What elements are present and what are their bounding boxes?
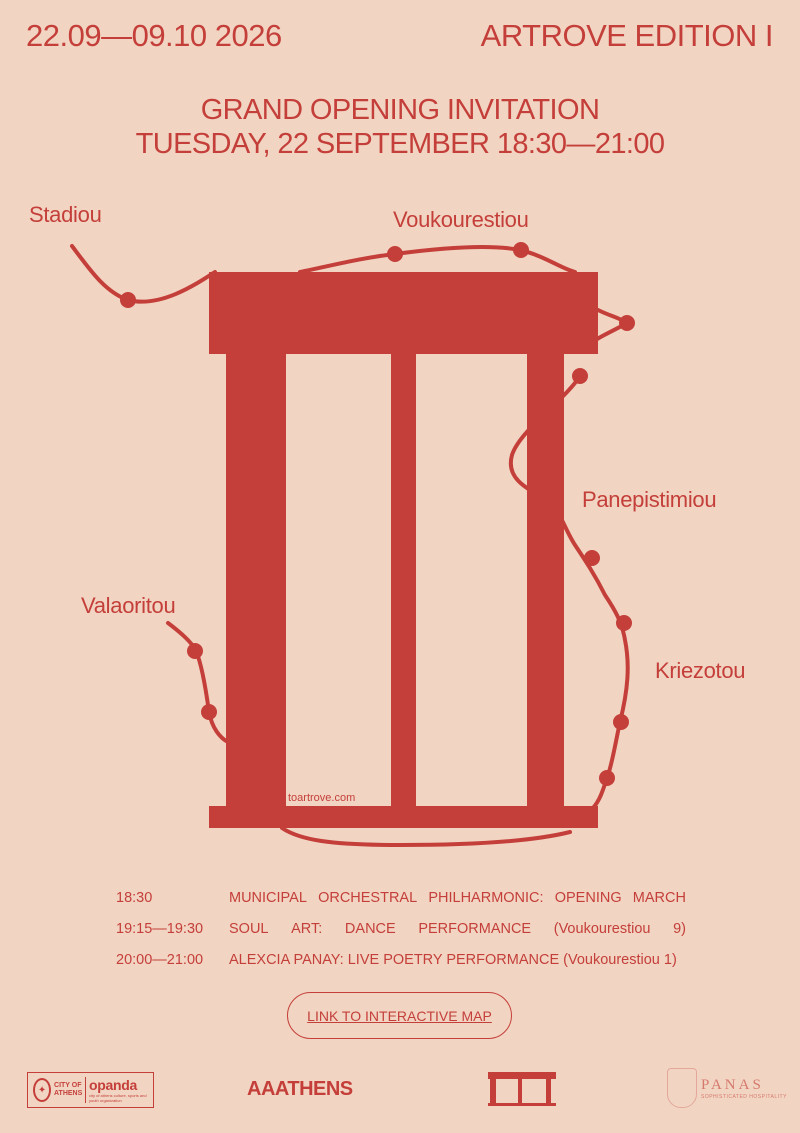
stop-10: [187, 643, 203, 659]
edition-title: ARTROVE EDITION I: [480, 18, 774, 53]
program-row: 18:30 MUNICIPAL ORCHESTRAL PHILHARMONIC:…: [116, 882, 686, 913]
artrove-mark-icon: [488, 1072, 556, 1106]
panas-name: PANAS: [701, 1076, 764, 1093]
stop-7: [616, 615, 632, 631]
program-word: ORCHESTRAL: [318, 889, 418, 906]
stop-5: [572, 368, 588, 384]
panas-crest-icon: [667, 1068, 697, 1108]
program-description: SOUL ART: DANCE PERFORMANCE (Voukouresti…: [229, 921, 686, 937]
website-url[interactable]: toartrove.com: [288, 792, 356, 804]
program-word: 9): [673, 920, 686, 937]
program-schedule: 18:30 MUNICIPAL ORCHESTRAL PHILHARMONIC:…: [116, 882, 686, 975]
program-word: DANCE: [344, 920, 396, 937]
invitation-datetime: TUESDAY, 22 SEPTEMBER 18:30—21:00: [135, 128, 665, 160]
program-word: MARCH: [632, 889, 686, 906]
route-valaoritou: [166, 621, 230, 744]
street-label-voukourestiou: Voukourestiou: [393, 207, 529, 232]
stop-4: [619, 315, 635, 331]
route-map: [70, 242, 635, 848]
panas-tagline: SOPHISTICATED HOSPITALITY: [701, 1093, 787, 1100]
program-time: 18:30: [116, 889, 153, 906]
program-word: PERFORMANCE: [418, 920, 532, 937]
program-description: ALEXCIA PANAY: LIVE POETRY PERFORMANCE (…: [229, 951, 677, 968]
city-of-athens-logo: ✦ CITY OF ATHENS opanda city of athens c…: [27, 1072, 154, 1108]
program-word: PHILHARMONIC:: [428, 889, 544, 906]
panas-logo: PANAS SOPHISTICATED HOSPITALITY: [667, 1068, 787, 1108]
stop-11: [201, 704, 217, 720]
city-of-athens-text: CITY OF ATHENS: [54, 1082, 83, 1097]
stop-2: [387, 246, 403, 262]
opanda-logo: opanda city of athens culture, sports an…: [89, 1077, 153, 1103]
street-label-stadiou: Stadiou: [29, 202, 102, 227]
program-row: 19:15—19:30 SOUL ART: DANCE PERFORMANCE …: [116, 913, 686, 944]
invitation-heading: GRAND OPENING INVITATION TUESDAY, 22 SEP…: [0, 93, 800, 161]
event-dates: 22.09—09.10 2026: [26, 18, 282, 53]
invitation-title: GRAND OPENING INVITATION: [200, 94, 600, 126]
stop-6: [584, 550, 600, 566]
stop-8: [613, 714, 629, 730]
route-voukourestiou: [298, 245, 577, 274]
gate-shape: [209, 272, 598, 828]
route-bottom: [280, 826, 572, 848]
street-label-panepistimiou: Panepistimiou: [582, 487, 717, 512]
stop-9: [599, 770, 615, 786]
program-word: SOUL: [229, 920, 269, 937]
route-stops: [120, 242, 635, 786]
program-description: MUNICIPAL ORCHESTRAL PHILHARMONIC: OPENI…: [229, 890, 686, 906]
panas-text: PANAS SOPHISTICATED HOSPITALITY: [701, 1077, 787, 1100]
route-panepistimiou: [508, 374, 630, 810]
program-time: 20:00—21:00: [116, 951, 204, 968]
program-word: ART:: [291, 920, 323, 937]
program-word: (Voukourestiou: [553, 920, 651, 937]
program-word: MUNICIPAL: [229, 889, 307, 906]
program-time: 19:15—19:30: [116, 920, 204, 937]
route-stadiou: [70, 244, 217, 304]
interactive-map-link-button[interactable]: LINK TO INTERACTIVE MAP: [287, 992, 512, 1039]
program-word: OPENING: [554, 889, 622, 906]
stop-1: [120, 292, 136, 308]
athens-seal-icon: ✦: [33, 1078, 52, 1102]
street-label-kriezotou: Kriezotou: [655, 658, 746, 683]
opanda-name: opanda: [88, 1077, 137, 1093]
opanda-subtitle: city of athens culture, sports and youth…: [88, 1093, 147, 1103]
logo-divider: [85, 1077, 86, 1103]
aaathens-logo: AAATHENS: [247, 1078, 353, 1100]
stop-3: [513, 242, 529, 258]
program-row: 20:00—21:00 ALEXCIA PANAY: LIVE POETRY P…: [116, 944, 686, 975]
street-label-valaoritou: Valaoritou: [81, 593, 176, 618]
